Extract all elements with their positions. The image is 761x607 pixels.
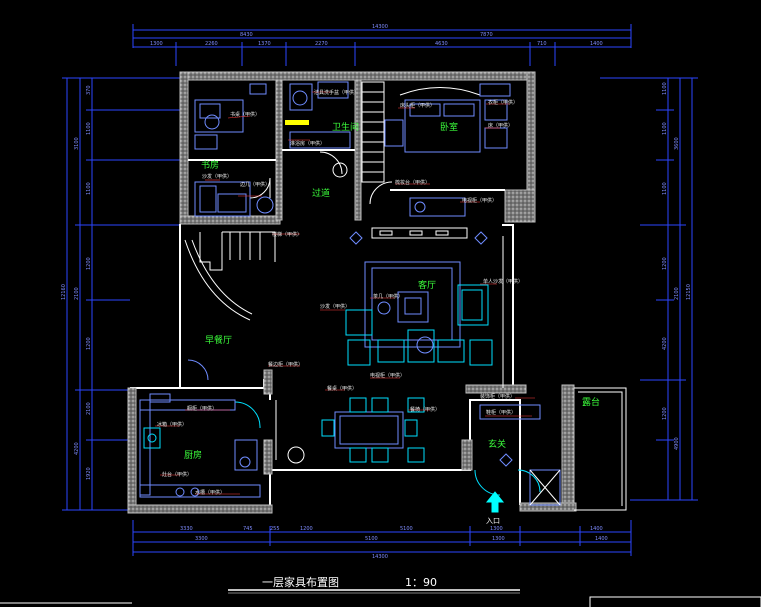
- top-dimensions: 14300 8430 7870 1300 2260 1370 2270 4630…: [132, 24, 632, 66]
- note-kitchen-cabinet: 橱柜（甲供）: [187, 405, 217, 412]
- dim-left-seg-5: 1100: [86, 122, 92, 135]
- dim-bottom-total: 14300: [372, 554, 388, 560]
- dim-right-seg-4: 1100: [662, 82, 668, 95]
- note-study-sofa: 沙发（甲供）: [202, 173, 232, 180]
- room-label-foyer: 玄关: [488, 438, 506, 450]
- dim-top-total: 14300: [372, 24, 388, 30]
- drawing-scale: 1：90: [405, 576, 437, 589]
- room-label-terrace: 露台: [582, 396, 600, 408]
- doors: [187, 151, 541, 496]
- note-dining-table: 餐桌（甲供）: [327, 385, 357, 392]
- note-living-tv: 电视柜（甲供）: [370, 372, 405, 379]
- dim-bottom-row-3: 1300: [492, 536, 505, 542]
- furniture-notes: 书桌（甲供） 沙发（甲供） 边几（甲供） 洁具洗手盆（甲供） 淋浴房（甲供） 床…: [155, 89, 535, 496]
- dim-top-seg-6: 710: [537, 41, 547, 47]
- left-dimensions: 12160 3100 2100 4200 370 1100 1100 1200 …: [61, 77, 180, 511]
- dim-right-seg-7: 1200: [662, 257, 668, 270]
- note-bed-dresser: 梳妆台（甲供）: [395, 179, 430, 186]
- note-stair: 楼梯（甲供）: [272, 231, 302, 238]
- dim-bottom-seg-1: 3330: [180, 526, 193, 532]
- drawing-title-block: 一层家具布置图 1：90: [0, 575, 761, 607]
- dim-left-seg-6: 1100: [86, 182, 92, 195]
- note-kitchen-stove: 灶台（甲供）: [162, 471, 192, 478]
- bathroom-furniture: [285, 81, 351, 178]
- note-kitchen-sink: 水槽（甲供）: [195, 489, 225, 496]
- dim-top-seg-2: 2260: [205, 41, 218, 47]
- note-living-tea: 茶几（甲供）: [373, 293, 403, 300]
- living-furniture: [345, 227, 504, 388]
- room-label-kitchen: 厨房: [184, 449, 202, 461]
- room-label-bathroom: 卫生间: [332, 121, 359, 133]
- dim-right-seg-6: 1100: [662, 182, 668, 195]
- note-study-desk: 书桌（甲供）: [230, 111, 260, 118]
- dim-bottom-row-4: 1400: [595, 536, 608, 542]
- dim-bottom-row-1: 3300: [195, 536, 208, 542]
- drawing-title: 一层家具布置图: [262, 575, 339, 589]
- note-foyer-shoe: 鞋柜（甲供）: [486, 409, 516, 416]
- note-bed-wardrobe: 衣柜（甲供）: [488, 99, 518, 106]
- entrance-label: 入口: [486, 517, 500, 525]
- towel-bar: [285, 120, 309, 125]
- dim-top-seg-1: 1300: [150, 41, 163, 47]
- note-bed-tv: 电视柜（甲供）: [462, 197, 497, 204]
- room-label-corridor: 过道: [312, 187, 330, 199]
- dim-right-seg-5: 1100: [662, 122, 668, 135]
- dim-top-seg-4: 2270: [315, 41, 328, 47]
- dim-right-seg-9: 1200: [662, 407, 668, 420]
- room-label-bedroom: 卧室: [440, 121, 458, 133]
- dim-left-seg-1: 3100: [74, 137, 80, 150]
- foyer-furniture: [479, 404, 561, 506]
- note-bath-basin: 洁具洗手盆（甲供）: [314, 89, 359, 96]
- room-label-living: 客厅: [418, 279, 436, 291]
- dim-bottom-seg-2: 745: [243, 526, 253, 532]
- bottom-dimensions: 3330 745 255 1200 5100 1300 1400 3300 51…: [132, 520, 632, 560]
- dim-right-seg-3: 4900: [674, 437, 680, 450]
- dim-right-seg-8: 4200: [662, 337, 668, 350]
- note-bed-nightstand: 床头柜（甲供）: [400, 102, 435, 109]
- walls: [127, 71, 627, 514]
- dim-left-seg-4: 370: [86, 85, 92, 95]
- note-living-sofa: 沙发（甲供）: [320, 303, 350, 310]
- dim-bottom-seg-6: 1300: [490, 526, 503, 532]
- room-label-study: 书房: [201, 159, 219, 171]
- dim-left-seg-3: 4200: [74, 442, 80, 455]
- dim-top-seg-7: 1400: [590, 41, 603, 47]
- dim-top-seg-3: 1370: [258, 41, 271, 47]
- note-dining-sideboard: 餐边柜（甲供）: [268, 361, 303, 368]
- dim-left-seg-10: 1920: [86, 467, 92, 480]
- dim-bottom-seg-7: 1400: [590, 526, 603, 532]
- dim-bottom-seg-4: 1200: [300, 526, 313, 532]
- study-furniture: [194, 83, 274, 217]
- dim-bottom-seg-3: 255: [270, 526, 280, 532]
- room-labels: 书房 卫生间 过道 卧室 客厅 早餐厅 厨房 玄关 露台: [184, 121, 600, 461]
- dim-left-total: 12160: [61, 284, 67, 300]
- dim-left-seg-9: 2100: [86, 402, 92, 415]
- note-living-armchair: 单人沙发（甲供）: [483, 278, 523, 285]
- bedroom-furniture: [384, 83, 511, 217]
- right-dimensions: 12150 3600 2100 4900 1100 1100 1100 1200…: [600, 77, 698, 501]
- dim-left-seg-2: 2100: [74, 287, 80, 300]
- note-bed-bed: 床（甲供）: [488, 122, 513, 129]
- note-study-side: 边几（甲供）: [240, 181, 270, 188]
- note-bath-shower: 淋浴房（甲供）: [290, 140, 325, 147]
- entrance-arrow-icon: [485, 491, 505, 513]
- dining-furniture: [275, 397, 425, 464]
- dim-bottom-row-2: 5100: [365, 536, 378, 542]
- dim-top-left: 8430: [240, 32, 253, 38]
- dim-bottom-seg-5: 5100: [400, 526, 413, 532]
- dim-right-seg-2: 2100: [674, 287, 680, 300]
- dim-left-seg-7: 1200: [86, 257, 92, 270]
- room-label-dining: 早餐厅: [205, 334, 232, 346]
- dim-left-seg-8: 1200: [86, 337, 92, 350]
- dim-top-right: 7870: [480, 32, 493, 38]
- dim-top-seg-5: 4630: [435, 41, 448, 47]
- note-dining-chair: 餐椅（甲供）: [410, 406, 440, 413]
- note-kitchen-fridge: 冰箱（甲供）: [157, 421, 187, 428]
- dim-right-seg-1: 3600: [674, 137, 680, 150]
- dim-right-total: 12150: [686, 284, 692, 300]
- note-foyer-decor: 装饰柜（甲供）: [480, 393, 515, 400]
